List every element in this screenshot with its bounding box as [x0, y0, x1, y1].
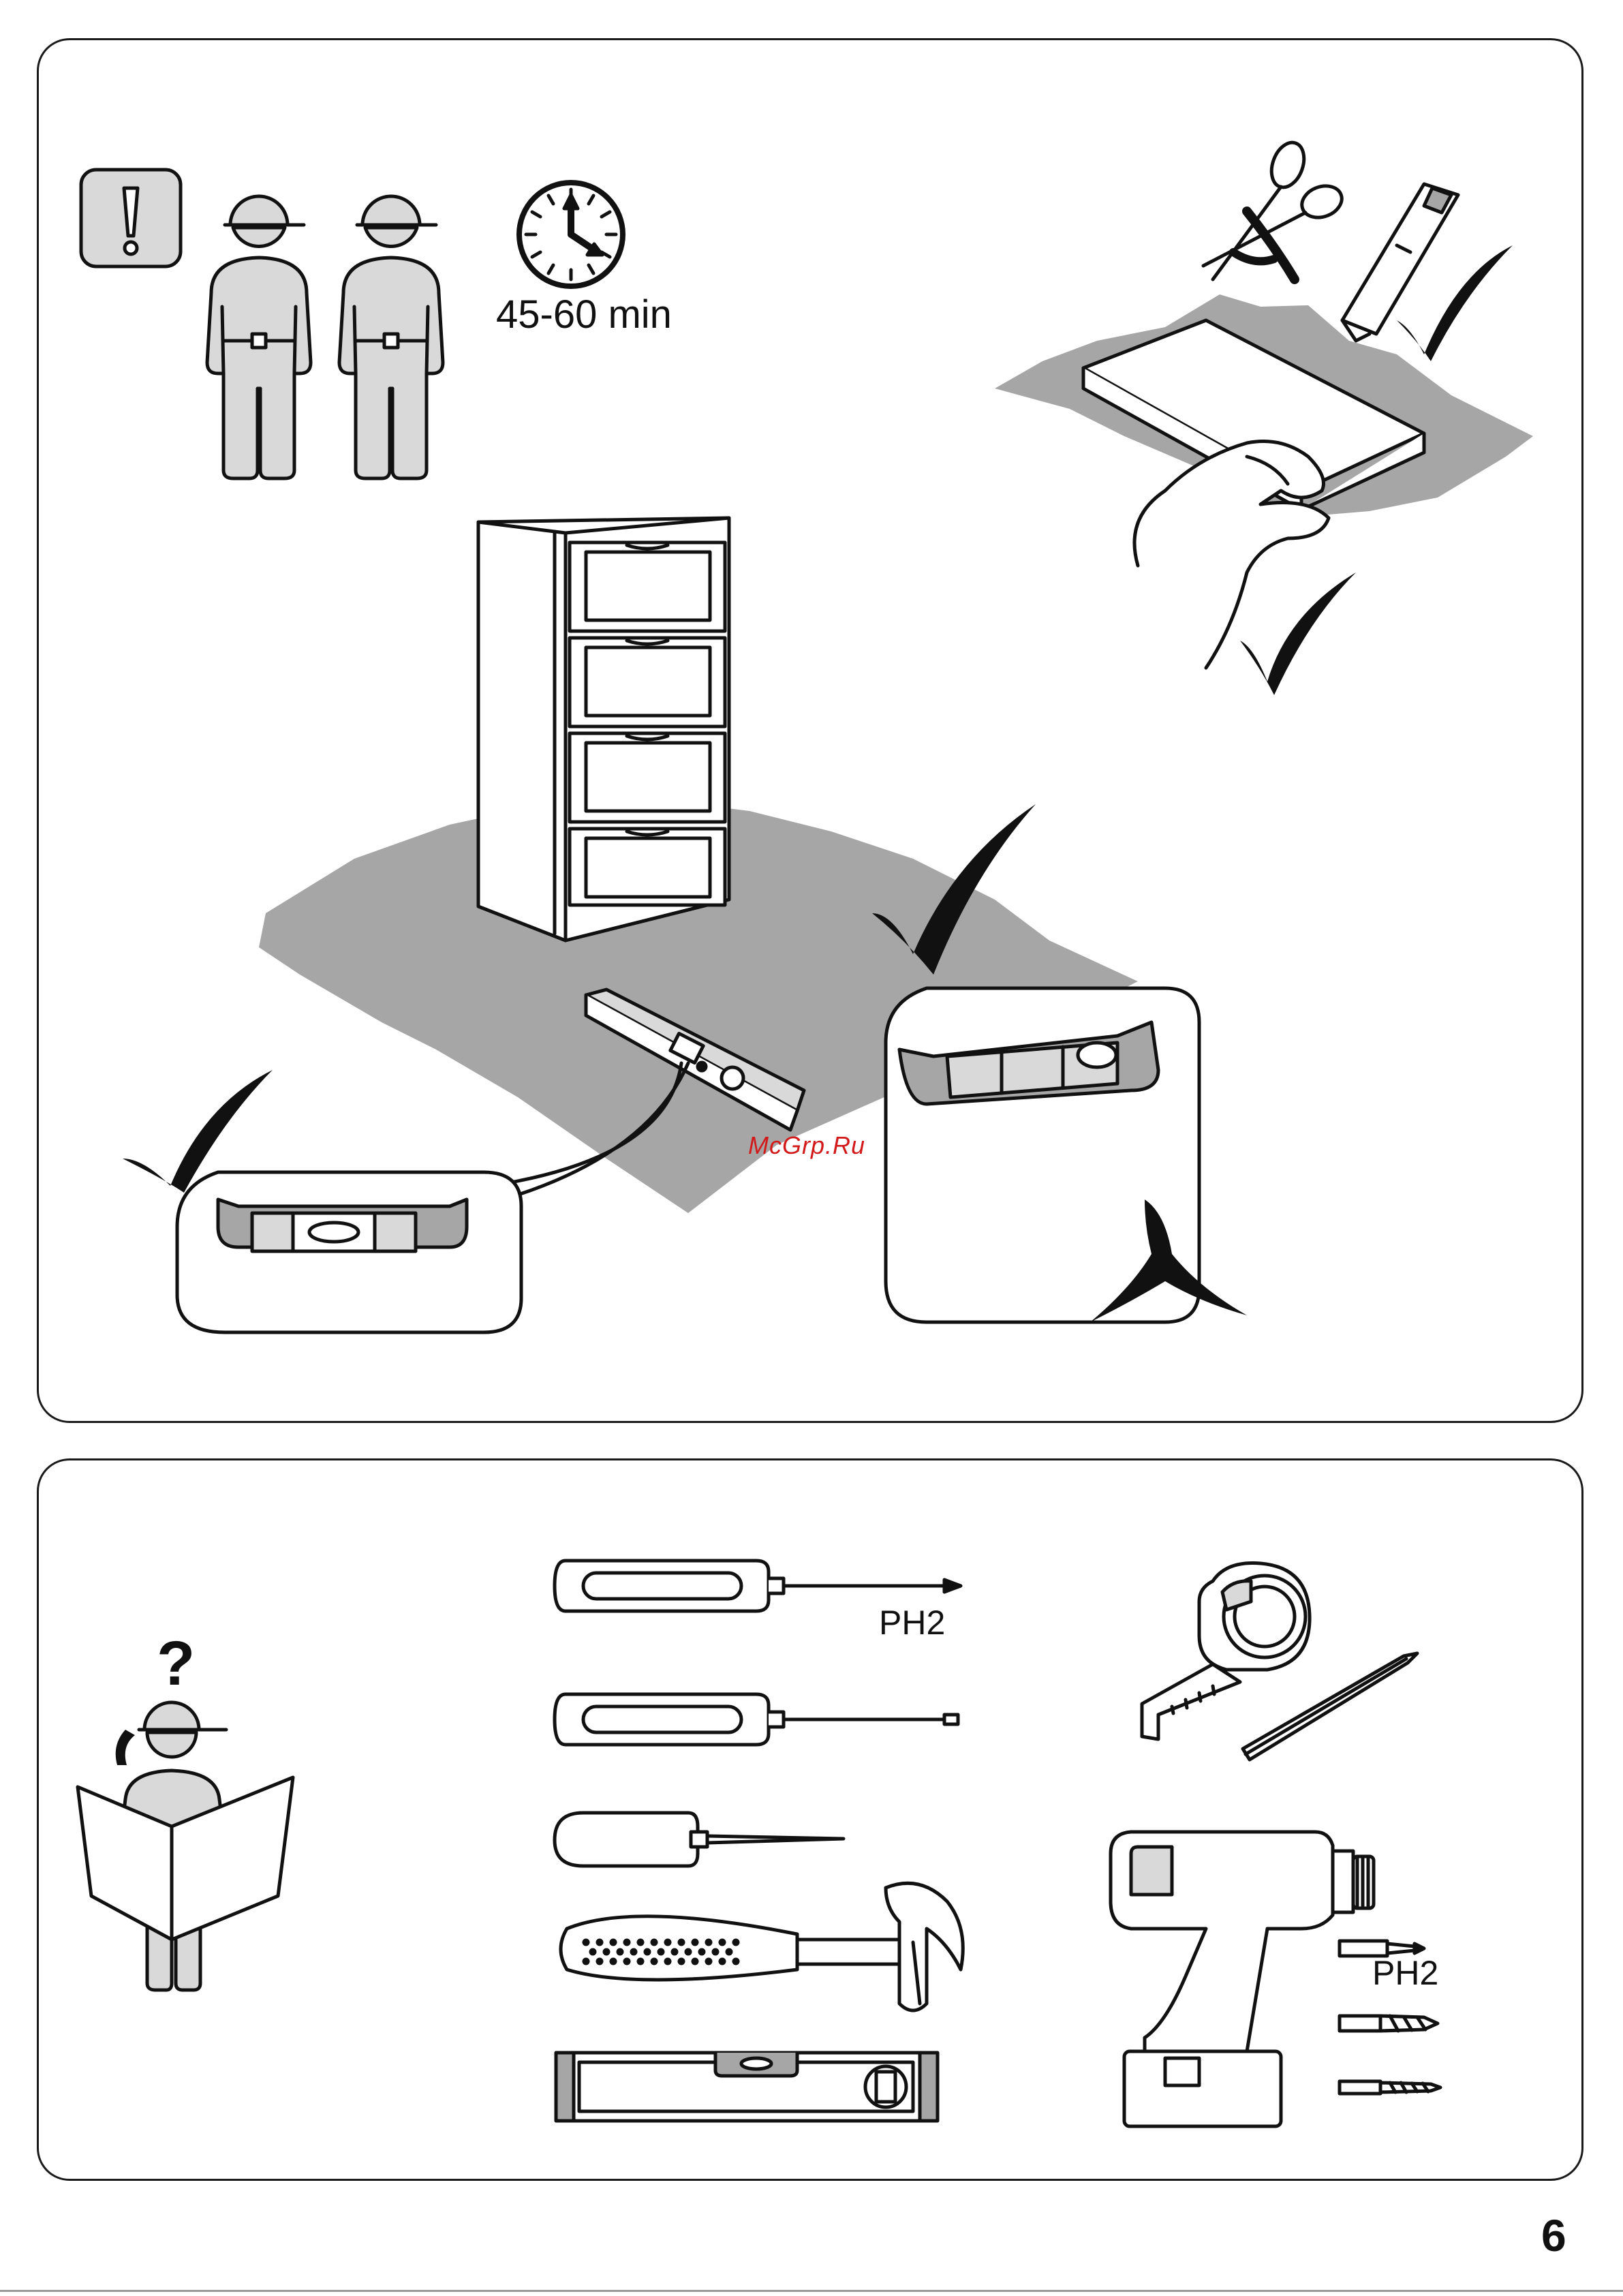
flat-screwdriver-icon — [555, 1694, 958, 1745]
dresser-illustration — [478, 518, 729, 940]
hammer-icon — [561, 1883, 963, 2010]
page-bottom-rule — [0, 2290, 1623, 2292]
awl-icon — [555, 1813, 844, 1866]
question-mark-icon: ? — [157, 1629, 195, 1698]
dresser-assembly-illustration — [164, 504, 1213, 1336]
utility-knife-icon — [1342, 184, 1458, 341]
phone-icon — [116, 1730, 135, 1765]
tape-measure-icon — [1142, 1563, 1310, 1739]
warning-icon — [79, 168, 183, 269]
drill-bit-label: PH2 — [1372, 1953, 1438, 1993]
person-reading-manual-icon: ? — [74, 1629, 298, 1997]
scissors-crossed-icon — [1203, 138, 1346, 279]
clock-icon — [515, 179, 627, 290]
spirit-level-tool-icon — [556, 2053, 938, 2121]
two-persons-icon — [184, 184, 443, 484]
screwdriver-tip-label: PH2 — [879, 1603, 945, 1642]
drill-bit-metal-icon — [1340, 2081, 1440, 2094]
assembly-time-label: 45-60 min — [496, 292, 672, 337]
watermark: McGrp.Ru — [748, 1131, 865, 1160]
cordless-drill-icon — [1104, 1826, 1513, 2133]
measuring-tools-group — [1131, 1561, 1431, 1779]
level-ok-inset — [177, 1172, 521, 1332]
hand-tools-group — [552, 1561, 974, 2133]
page-number: 6 — [1541, 2209, 1566, 2261]
drill-bit-wood-icon — [1340, 2016, 1438, 2031]
